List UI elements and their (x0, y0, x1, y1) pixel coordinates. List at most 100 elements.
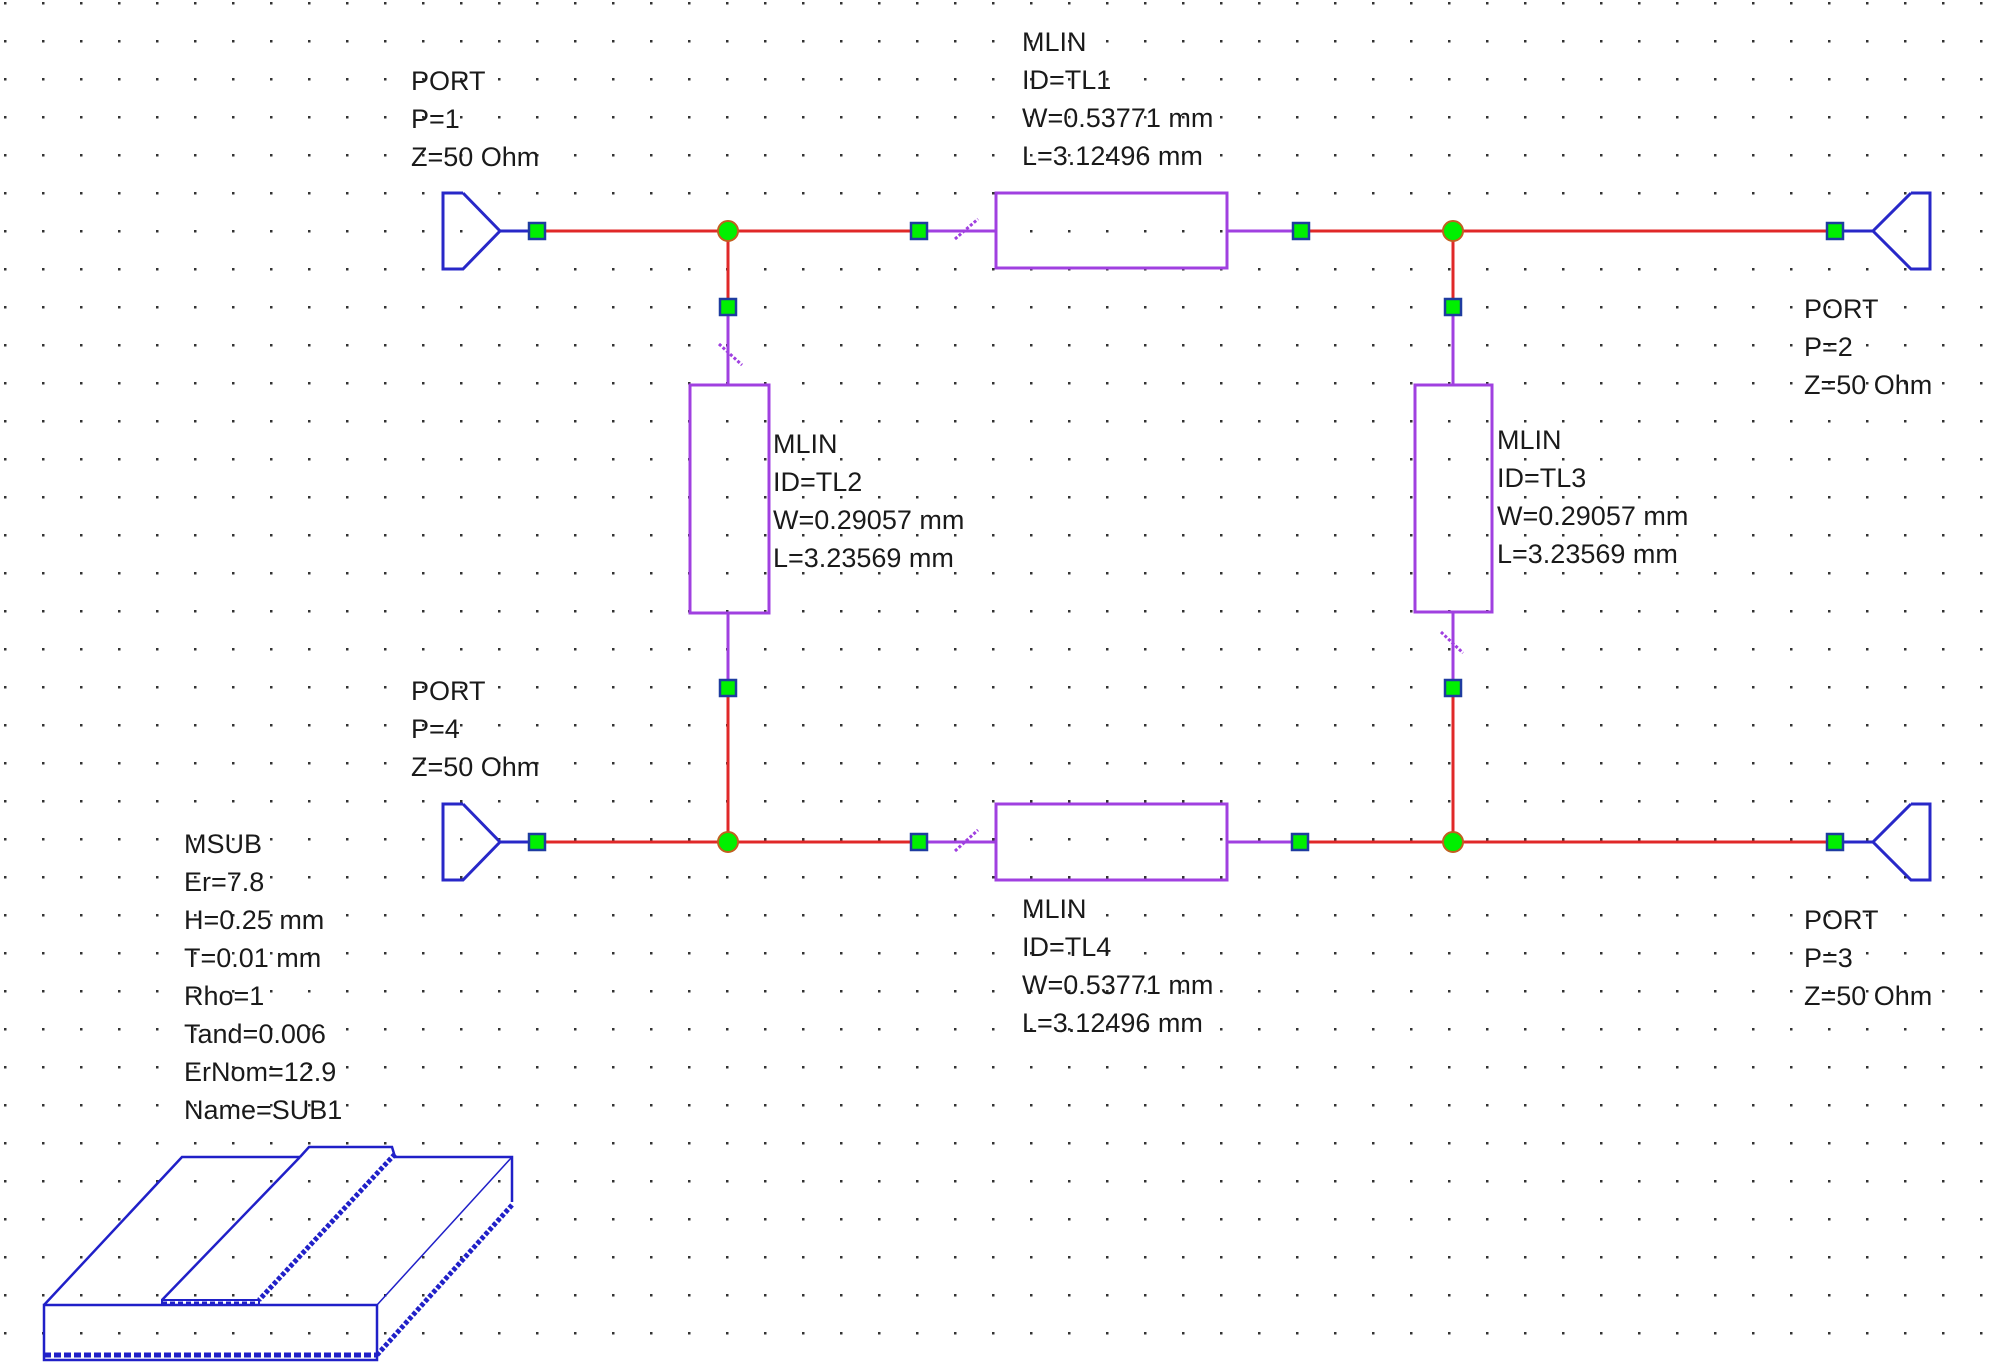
substrate-icon[interactable] (42, 1145, 514, 1362)
tl4-label[interactable]: MLIN ID=TL4 W=0.53771 mm L=3.12496 mm (1022, 894, 1213, 1038)
grid-dot (232, 344, 235, 347)
grid-dot (1258, 192, 1261, 195)
connection-node[interactable] (1443, 297, 1463, 317)
grid-dot (118, 610, 121, 613)
grid-dot (1220, 914, 1223, 917)
grid-dot (1828, 1066, 1831, 1069)
port-3-label[interactable]: PORT P=3 Z=50 Ohm (1804, 905, 1932, 1011)
grid-dot (270, 458, 273, 461)
grid-dot (156, 952, 159, 955)
port-4-symbol[interactable] (441, 802, 537, 882)
grid-dot (42, 648, 45, 651)
grid-dot (4, 876, 7, 879)
connection-node[interactable] (909, 832, 929, 852)
grid-dot (460, 534, 463, 537)
grid-dot (1942, 458, 1945, 461)
grid-dot (1182, 1104, 1185, 1107)
grid-dot (1486, 914, 1489, 917)
grid-dot (80, 344, 83, 347)
grid-dot (840, 420, 843, 423)
grid-dot (42, 876, 45, 879)
grid-dot (802, 724, 805, 727)
connection-node[interactable] (718, 678, 738, 698)
mlin-tl2[interactable] (688, 307, 771, 688)
grid-dot (1220, 78, 1223, 81)
grid-dot (1486, 1104, 1489, 1107)
grid-dot (1182, 1332, 1185, 1335)
grid-dot (954, 686, 957, 689)
grid-dot (156, 914, 159, 917)
msub-label[interactable]: MSUB Er=7.8 H=0.25 mm T=0.01 mm Rho=1 Ta… (184, 829, 342, 1125)
grid-dot (270, 344, 273, 347)
grid-dot (1866, 154, 1869, 157)
grid-dot (992, 762, 995, 765)
grid-dot (1942, 1028, 1945, 1031)
grid-dot (346, 724, 349, 727)
port-4-label[interactable]: PORT P=4 Z=50 Ohm (411, 676, 539, 782)
grid-dot (1182, 610, 1185, 613)
connection-node[interactable] (909, 221, 929, 241)
tl3-label[interactable]: MLIN ID=TL3 W=0.29057 mm L=3.23569 mm (1497, 425, 1688, 569)
port-1-symbol[interactable] (441, 191, 537, 271)
grid-dot (194, 990, 197, 993)
grid-dot (346, 1142, 349, 1145)
grid-dot (954, 420, 957, 423)
grid-dot (460, 838, 463, 841)
grid-dot (1030, 800, 1033, 803)
grid-dot (156, 154, 159, 157)
junction-node[interactable] (1442, 220, 1464, 242)
connection-node[interactable] (527, 832, 547, 852)
grid-dot (4, 800, 7, 803)
grid-dot (1638, 572, 1641, 575)
grid-dot (460, 1104, 463, 1107)
grid-dot (1676, 990, 1679, 993)
grid-dot (1372, 78, 1375, 81)
grid-dot (992, 800, 995, 803)
grid-dot (1562, 1332, 1565, 1335)
port-1-label[interactable]: PORT P=1 Z=50 Ohm (411, 66, 539, 172)
grid-dot (536, 154, 539, 157)
grid-dot (1638, 116, 1641, 119)
grid-dot (1562, 40, 1565, 43)
grid-dot (1410, 1066, 1413, 1069)
grid-dot (1524, 1294, 1527, 1297)
grid-dot (916, 914, 919, 917)
connection-node[interactable] (1825, 832, 1845, 852)
connection-node[interactable] (1443, 678, 1463, 698)
mlin-tl3[interactable] (1413, 307, 1494, 688)
grid-dot (1714, 1218, 1717, 1221)
connection-node[interactable] (1291, 221, 1311, 241)
connection-node[interactable] (1825, 221, 1845, 241)
port-3-symbol[interactable] (1835, 802, 1932, 882)
junction-node[interactable] (717, 220, 739, 242)
port-2-symbol[interactable] (1835, 191, 1932, 271)
grid-dot (1334, 762, 1337, 765)
junction-node[interactable] (1442, 831, 1464, 853)
junction-node[interactable] (717, 831, 739, 853)
mlin-tl1[interactable] (919, 191, 1301, 270)
grid-dot (1714, 496, 1717, 499)
tl1-label[interactable]: MLIN ID=TL1 W=0.53771 mm L=3.12496 mm (1022, 27, 1213, 171)
connection-node[interactable] (718, 297, 738, 317)
grid-dot (574, 344, 577, 347)
grid-dot (650, 686, 653, 689)
connection-node[interactable] (1290, 832, 1310, 852)
grid-dot (270, 610, 273, 613)
grid-dot (270, 534, 273, 537)
grid-dot (1448, 572, 1451, 575)
connection-node[interactable] (527, 221, 547, 241)
grid-dot (422, 1028, 425, 1031)
grid-dot (1030, 990, 1033, 993)
grid-dot (916, 1218, 919, 1221)
grid-dot (574, 78, 577, 81)
port-1-label-line: P=1 (411, 104, 460, 134)
grid-dot (118, 1028, 121, 1031)
grid-dot (992, 78, 995, 81)
grid-dot (1980, 534, 1983, 537)
mlin-tl4[interactable] (919, 802, 1300, 882)
grid-dot (1182, 1294, 1185, 1297)
port-2-label[interactable]: PORT P=2 Z=50 Ohm (1804, 294, 1932, 400)
grid-dot (42, 496, 45, 499)
tl2-label[interactable]: MLIN ID=TL2 W=0.29057 mm L=3.23569 mm (773, 429, 964, 573)
